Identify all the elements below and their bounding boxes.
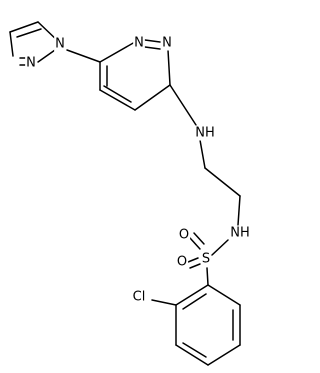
atom-label-background bbox=[54, 36, 66, 52]
bond bbox=[182, 293, 207, 310]
bond bbox=[134, 84, 171, 111]
atom-label-chlorine: Cl bbox=[133, 290, 146, 305]
bond bbox=[169, 84, 197, 126]
bond bbox=[211, 239, 229, 256]
atom-label-background bbox=[25, 55, 37, 71]
atom-label-background bbox=[229, 225, 251, 241]
bond bbox=[151, 299, 177, 306]
atom-label-nh-sulfonamide: NH bbox=[230, 226, 250, 241]
atom-label-nh-amine: NH bbox=[195, 126, 215, 141]
bond bbox=[187, 257, 199, 263]
atom-label-background bbox=[133, 35, 145, 51]
atom-label-sulfur: S bbox=[202, 252, 210, 267]
atom-label-oxygen-1: O bbox=[179, 228, 189, 243]
bond bbox=[207, 284, 241, 306]
atom-label-background bbox=[200, 251, 212, 267]
atom-label-oxygen-2: O bbox=[177, 255, 187, 270]
bond bbox=[193, 232, 205, 245]
atom-label-background bbox=[161, 35, 173, 51]
atom-label-n-pyridazine-1: N bbox=[134, 36, 144, 51]
bond bbox=[182, 342, 207, 358]
bond bbox=[207, 344, 241, 366]
bond bbox=[204, 167, 241, 197]
bond bbox=[175, 284, 209, 306]
bond bbox=[189, 263, 201, 269]
bond bbox=[66, 49, 101, 63]
bond-layer bbox=[9, 21, 241, 366]
atom-label-n-pyrazole-1: N bbox=[55, 37, 65, 52]
bond bbox=[9, 21, 39, 33]
bond bbox=[199, 139, 206, 169]
bond bbox=[37, 49, 56, 63]
bond bbox=[237, 195, 241, 226]
bond bbox=[103, 85, 132, 103]
atom-label-background bbox=[175, 254, 189, 270]
bond bbox=[99, 89, 136, 111]
bond bbox=[144, 39, 161, 43]
atom-label-n-pyrazole-2: N bbox=[26, 56, 36, 71]
bond bbox=[189, 237, 201, 250]
bond bbox=[167, 49, 171, 86]
bond bbox=[206, 267, 209, 286]
molecule-structure: N N N N NH NH S O O Cl bbox=[9, 21, 251, 366]
atom-label-background bbox=[194, 125, 216, 141]
bond bbox=[99, 41, 136, 63]
atom-label-n-pyridazine-2: N bbox=[162, 36, 172, 51]
atom-label-layer: N N N N NH NH S O O Cl bbox=[25, 35, 251, 305]
atom-label-background bbox=[177, 227, 191, 243]
bond bbox=[16, 28, 42, 38]
bond bbox=[144, 46, 161, 50]
bond bbox=[9, 31, 14, 57]
atom-label-background bbox=[131, 289, 147, 305]
bond bbox=[175, 344, 209, 366]
